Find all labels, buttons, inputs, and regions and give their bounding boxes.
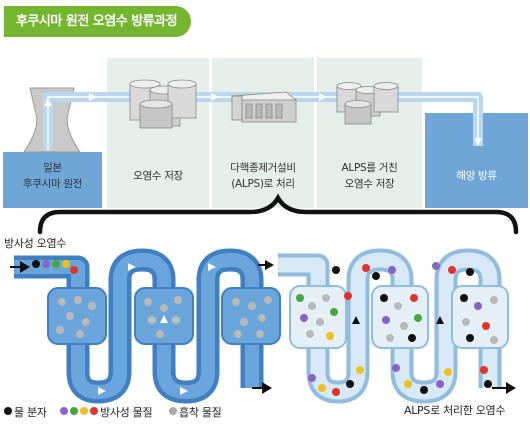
left-filter-3 — [221, 287, 281, 345]
flow-arrow-down-icon — [474, 138, 482, 146]
stage-label-alps: 다핵종제거설비 (ALPS)로 처리 — [230, 162, 296, 190]
treated-water-label: ALPS로 처리한 오염수 — [404, 404, 506, 417]
legend-adsorbed-dot — [169, 407, 177, 415]
right-filter-1 — [289, 285, 347, 349]
left-adsorbed-particles — [56, 296, 272, 338]
left-output-arrow-icon — [262, 382, 272, 394]
plant-water-block — [3, 152, 102, 208]
flow-arrow-up-icon — [44, 98, 52, 106]
stage-label-sea: 해양 방류 — [456, 170, 497, 182]
right-output-arrow-icon — [506, 382, 516, 394]
flow-arrow-right-icon — [89, 93, 97, 101]
input-arrow-icon — [20, 261, 30, 273]
input-molecules — [32, 260, 78, 274]
contaminated-water-label: 방사성 오염수 — [4, 237, 67, 250]
legend-adsorbed-label: 흡착 물질 — [179, 406, 222, 419]
legend-radioactive-dot-red — [90, 407, 98, 415]
right-particles — [296, 262, 498, 396]
legend-radioactive-dot-purple — [60, 407, 68, 415]
stage-alps-bg — [212, 58, 314, 208]
legend-water-label: 물 분자 — [14, 406, 47, 419]
stage-label-treated-storage: ALPS를 거친 오염수 저장 — [341, 162, 398, 190]
alps-facility-icon — [230, 91, 298, 123]
legend-dots — [4, 407, 177, 415]
legend-radioactive-dot-yellow — [80, 407, 88, 415]
bracket-brace — [37, 193, 519, 235]
diagram-title: 후쿠시마 원전 오염수 방류과정 — [4, 6, 192, 37]
stage-label-storage: 오염수 저장 — [133, 170, 183, 182]
right-pipe-arrows — [352, 316, 444, 324]
stage-label-plant: 일본 후쿠시마 원전 — [22, 162, 83, 190]
legend-radioactive-label: 방사성 물질 — [100, 406, 153, 419]
stage-treated-storage-bg — [317, 58, 422, 208]
stage-storage-bg — [107, 58, 209, 208]
treated-tanks-icon — [336, 82, 399, 125]
flow-arrow-right-icon — [211, 93, 219, 101]
left-pipe-arrows — [98, 263, 216, 395]
legend-water-dot — [4, 407, 12, 415]
legend-radioactive-dot-green — [70, 407, 78, 415]
storage-tanks-icon — [129, 79, 197, 129]
flow-arrow-right-icon — [319, 93, 327, 101]
right-filter-3 — [451, 285, 509, 349]
